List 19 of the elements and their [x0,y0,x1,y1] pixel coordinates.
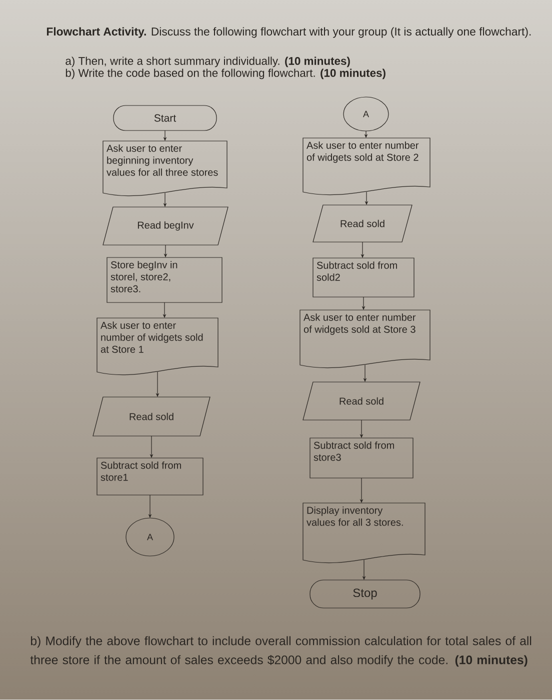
process-box: Subtract sold from store3 [310,438,414,478]
input-parallelogram: Read sold [312,204,412,242]
instruction-text: a) Then, write a short summary individually. (10 minutes) [66,56,350,68]
document-box: Ask user to enter beginning inventory values for all three stores [102,140,228,196]
input-parallelogram: Read sold [302,382,420,420]
document-box: Ask user to enter number of widgets sold at Store 3 [300,310,430,368]
input-parallelogram: Read sold [92,396,210,436]
process-box: Store begInv in storel, store2, store3. [106,257,222,303]
input-parallelogram: Read begInv [102,206,228,246]
heading: Flowchart Activity. Discuss the following flowchart with your group (It is actually one flowchart). [46,27,531,38]
terminal-box: Stop [310,580,420,608]
instruction-text: b) Modify the above flowchart to include overall commission calculation for total sales of all three store if the amount of sales exceeds $2000 and also modify the code. (10 minutes) [30,636,532,667]
document-box: Display inventory values for all 3 stores. [302,502,426,564]
process-box: Subtract sold from sold2 [312,258,414,298]
document-box: Ask user to enter number of widgets sold at Store 1 [96,318,218,376]
process-box: Subtract sold from store1 [96,458,204,496]
document-box: Ask user to enter number of widgets sold at Store 2 [302,138,430,196]
terminal-box: Start [113,105,217,131]
instruction-text: b) Write the code based on the following flowchart. (10 minutes) [66,68,386,80]
